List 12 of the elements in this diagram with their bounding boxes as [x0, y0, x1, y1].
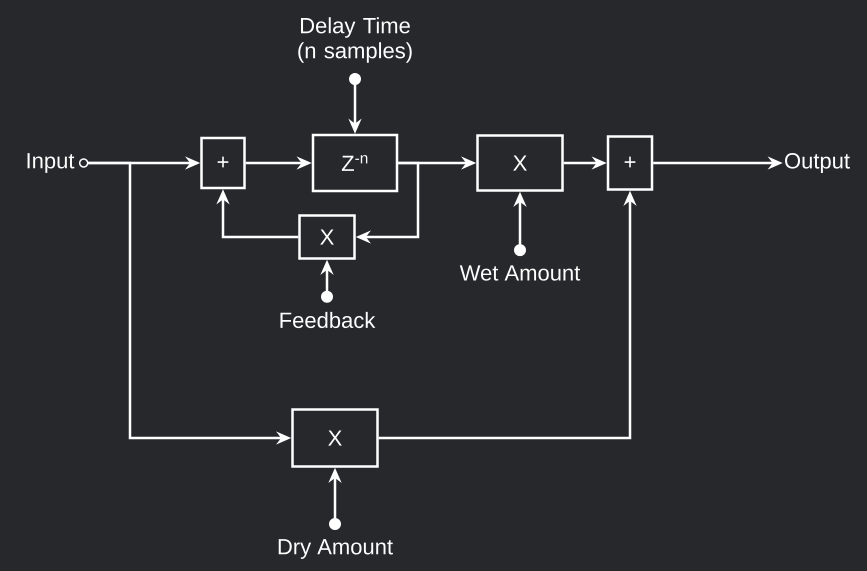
- output-label: Output: [785, 153, 850, 173]
- adder-box: +: [606, 135, 654, 191]
- control-label: Wet Amount: [460, 265, 580, 281]
- control-label: Dry Amount: [278, 539, 393, 559]
- control-label: Feedback: [280, 312, 376, 328]
- adder-box: +: [200, 136, 246, 190]
- multiplier-box: X: [291, 408, 379, 468]
- delay-box: Z$^{-n}$: [312, 134, 398, 192]
- multiplier-box: X: [298, 214, 356, 260]
- input-label: Input: [28, 153, 74, 173]
- multiplier-box: X: [476, 134, 564, 192]
- control-label: Delay Time (n samples): [298, 17, 412, 63]
